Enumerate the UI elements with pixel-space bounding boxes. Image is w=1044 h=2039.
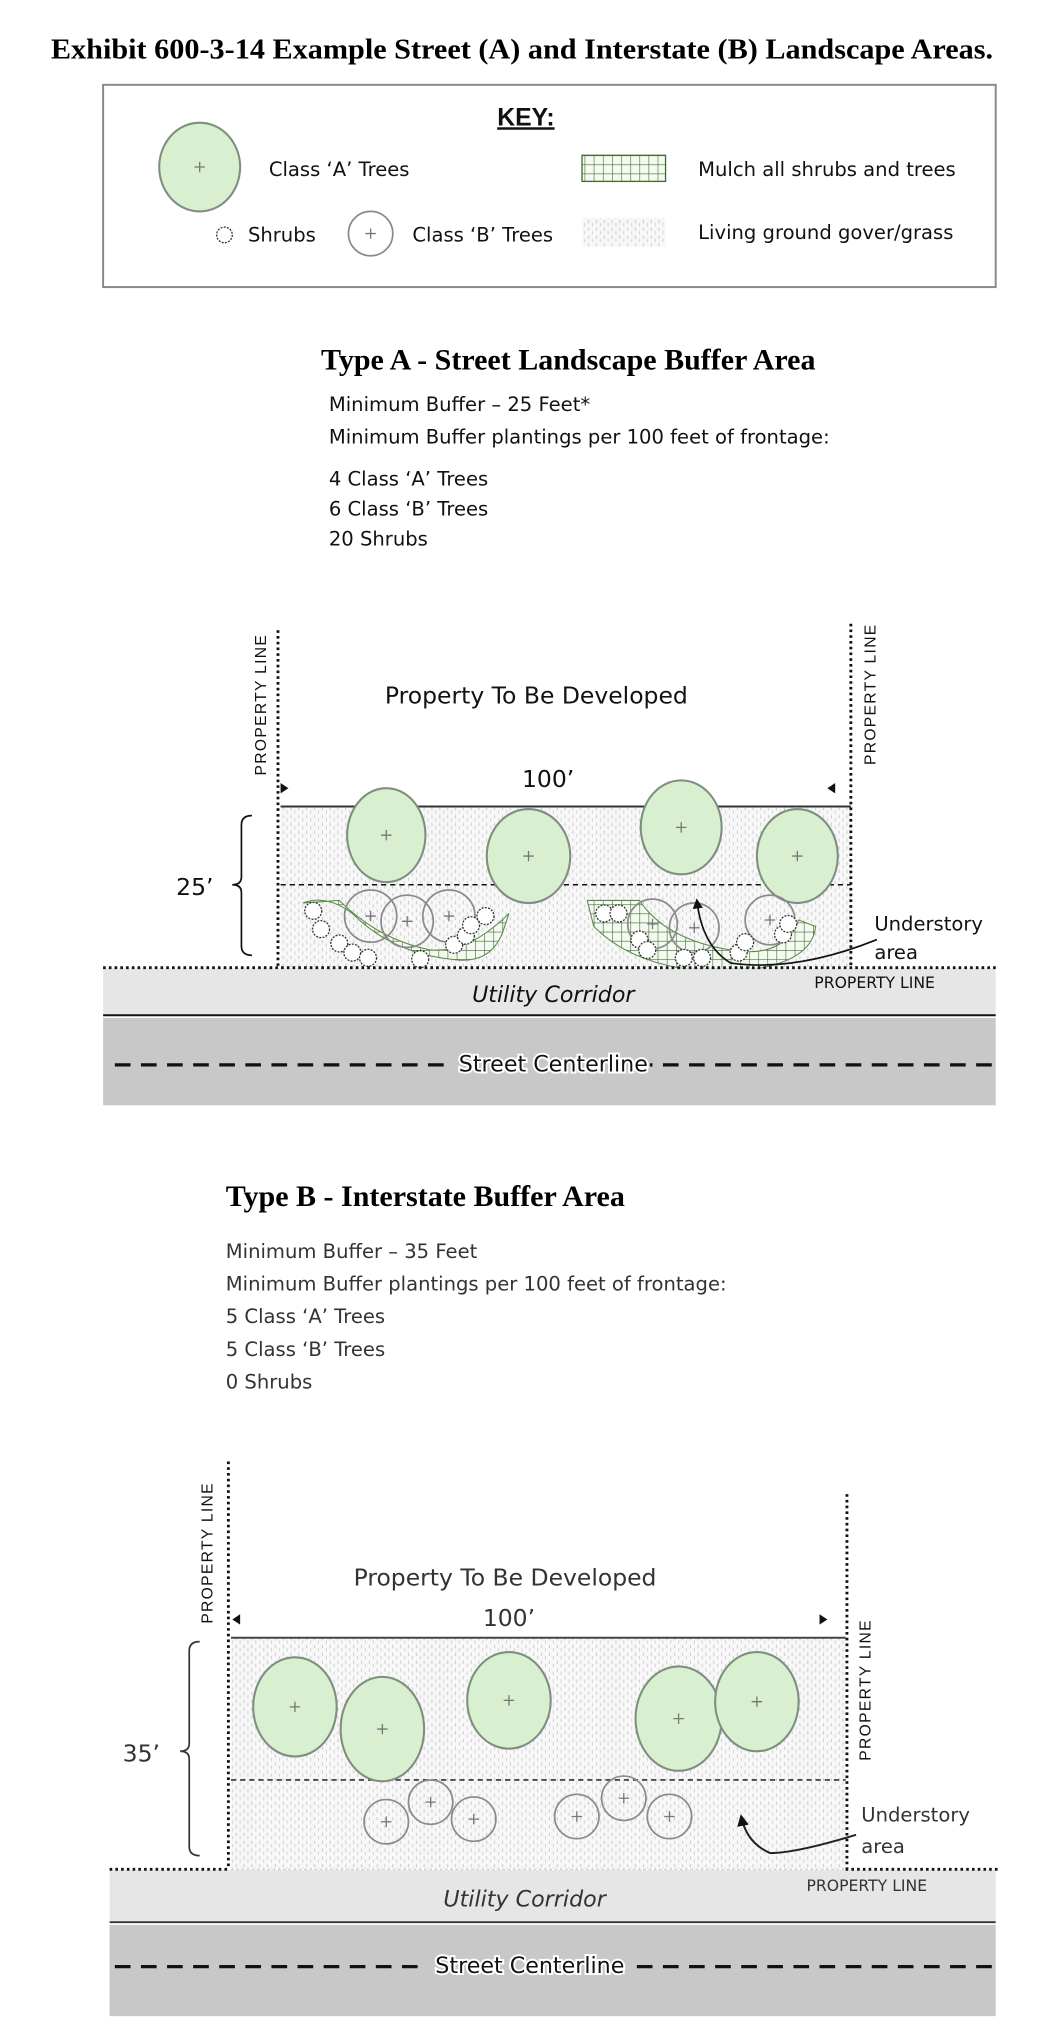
utility-corridor [103,968,996,1016]
shrub [736,933,755,952]
requirement-line: Minimum Buffer – 35 Feet [226,1240,478,1263]
understory-arrow [692,898,878,966]
class-a-tree-icon [158,121,242,213]
street-centerline-label: Street Centerline [459,1051,648,1077]
class-a-tree [634,1665,723,1772]
requirement-line: 6 Class ‘B’ Trees [329,497,488,520]
shrub [692,948,712,967]
legend-shrubs-label: Shrubs [248,223,316,246]
class-b-tree [646,1793,693,1840]
class-a-tree [639,779,723,876]
type-a-requirements: Minimum Buffer – 25 Feet* Minimum Buffer… [329,393,830,550]
legend-grass-label: Living ground gover/grass [698,221,953,244]
property-line-label: PROPERTY LINE [253,634,270,776]
shrub [411,950,430,969]
property-line-label: PROPERTY LINE [857,1619,874,1761]
property-line-label: PROPERTY LINE [200,1482,217,1624]
class-a-tree [485,808,572,905]
legend-class-b-label: Class ‘B’ Trees [412,223,553,246]
utility-corridor-label: Utility Corridor [472,982,636,1008]
requirement-line: 4 Class ‘A’ Trees [329,467,488,490]
street-centerline-label: Street Centerline [435,1953,624,1979]
requirement-line: 0 Shrubs [226,1370,313,1393]
property-label: Property To Be Developed [354,1564,657,1592]
legend-mulch-label: Mulch all shrubs and trees [698,158,956,181]
mulch-bed [302,899,510,961]
shrub [343,943,362,962]
depth-dimension: 35’ [123,1740,160,1768]
class-a-tree [252,1656,338,1758]
legend-heading: KEY: [497,104,554,131]
width-dimension: 100’ [522,765,574,793]
shrub [674,948,693,967]
shrub [476,906,495,926]
depth-bracket [232,814,252,957]
property-line-label: PROPERTY LINE [806,1876,927,1895]
class-b-tree [600,1775,647,1822]
understory-label: Understory [874,912,983,935]
class-b-tree [380,894,435,949]
shrub [779,914,798,934]
shrub [638,940,657,960]
shrub-icon [215,226,233,244]
depth-dimension: 25’ [176,873,213,901]
property-label: Property To Be Developed [385,681,688,709]
type-b-requirements: Minimum Buffer – 35 Feet Minimum Buffer … [226,1240,727,1393]
requirement-line: Minimum Buffer plantings per 100 feet of… [226,1273,727,1296]
grass-swatch-icon [582,217,666,247]
shrub [609,904,628,923]
class-a-tree [339,1675,426,1783]
legend-class-a-label: Class ‘A’ Trees [269,158,410,181]
class-b-tree [553,1793,600,1840]
class-b-tree [407,1779,454,1826]
requirement-line: Minimum Buffer plantings per 100 feet of… [329,426,830,449]
requirement-line: 5 Class ‘B’ Trees [226,1338,385,1361]
class-b-tree [343,889,398,944]
type-a-heading: Type A - Street Landscape Buffer Area [321,343,815,376]
type-b-diagram: PROPERTY LINE PROPERTY LINE Property To … [109,1461,999,2017]
class-a-tree [466,1651,552,1750]
property-line-label: PROPERTY LINE [814,973,935,992]
type-a-diagram: PROPERTY LINE PROPERTY LINE Property To … [103,623,999,1106]
understory-area-label: area [861,1835,905,1858]
property-line-label: PROPERTY LINE [863,623,880,765]
legend-box [102,83,997,289]
shrub [304,901,323,920]
type-b-heading: Type B - Interstate Buffer Area [226,1180,625,1213]
class-b-tree [363,1798,410,1845]
shrub [358,948,378,967]
requirement-line: 5 Class ‘A’ Trees [226,1305,385,1328]
shrub [461,916,481,935]
width-dimension: 100’ [483,1604,535,1632]
class-b-tree [450,1796,497,1843]
requirement-line: Minimum Buffer – 25 Feet* [329,393,591,416]
understory-area-label: area [874,941,918,964]
understory-label: Understory [861,1804,970,1827]
shrub [311,919,331,939]
class-a-tree [714,1651,800,1753]
class-b-tree-icon [347,210,394,257]
shrub [445,935,464,954]
legend: KEY: Class ‘A’ Trees Mulch all shrubs an… [102,83,997,289]
shrub [330,934,349,953]
requirement-line: 20 Shrubs [329,527,428,550]
depth-bracket [180,1640,200,1857]
utility-corridor [109,1870,996,1923]
mulch-swatch-icon [581,154,667,183]
understory-arrow [737,1814,857,1855]
class-a-tree [755,808,839,905]
class-a-tree [346,787,427,884]
utility-corridor-label: Utility Corridor [443,1887,607,1913]
exhibit-title: Exhibit 600-3-14 Example Street (A) and … [51,34,993,66]
